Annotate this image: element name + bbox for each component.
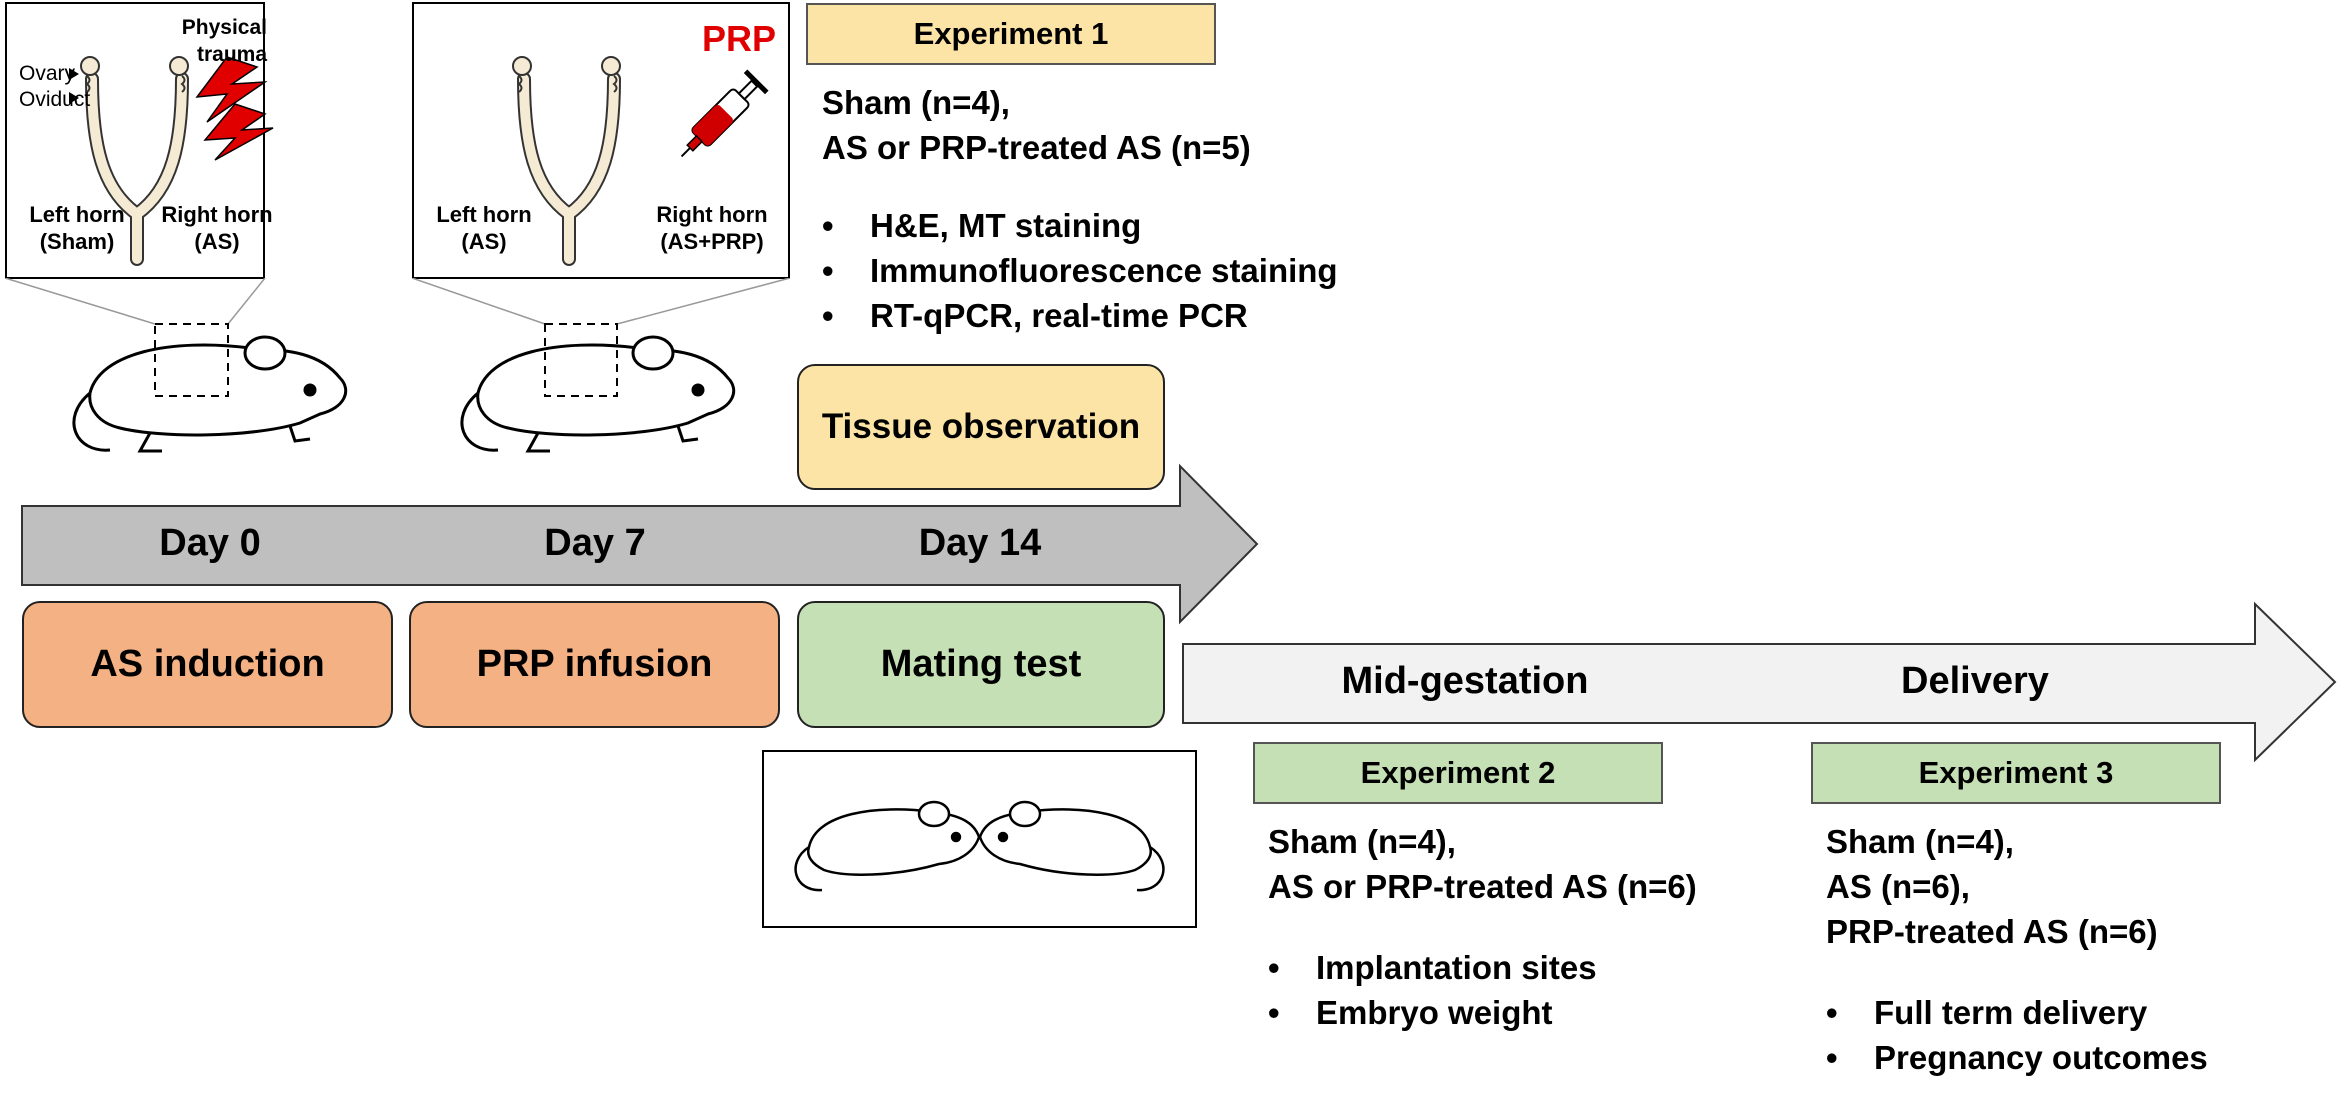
experiment1-bullets: H&E, MT staining Immunofluorescence stai… bbox=[822, 203, 1338, 338]
list-item: Pregnancy outcomes bbox=[1826, 1035, 2208, 1080]
list-item: Implantation sites bbox=[1268, 945, 1597, 990]
mid-gestation-label: Mid-gestation bbox=[1341, 660, 1589, 702]
as-induction-box: AS induction bbox=[22, 601, 393, 728]
inset-prp: PRP Left horn(AS) Right horn(AS+PRP) bbox=[412, 2, 790, 279]
experiment3-group: AS (n=6), bbox=[1826, 868, 1970, 905]
list-item: Immunofluorescence staining bbox=[822, 248, 1338, 293]
mouse-icon bbox=[72, 335, 348, 453]
oviduct-label: Oviduct bbox=[19, 88, 91, 111]
list-item: RT-qPCR, real-time PCR bbox=[822, 293, 1338, 338]
experiment2-bullets: Implantation sites Embryo weight bbox=[1268, 945, 1597, 1035]
timeline-arrow-1 bbox=[21, 463, 1259, 625]
left-horn-label: Left horn(AS) bbox=[436, 202, 532, 254]
right-horn-label: Right horn(AS+PRP) bbox=[656, 202, 768, 254]
experiment3-bullets: Full term delivery Pregnancy outcomes bbox=[1826, 990, 2208, 1080]
mating-test-box: Mating test bbox=[797, 601, 1165, 728]
mice-mating-icon bbox=[794, 800, 1165, 892]
prp-infusion-box: PRP infusion bbox=[409, 601, 780, 728]
experiment3-header: Experiment 3 bbox=[1811, 742, 2221, 804]
lightning-icon bbox=[195, 56, 274, 161]
day-0-label: Day 0 bbox=[159, 522, 261, 564]
prp-title: PRP bbox=[701, 18, 776, 59]
experiment2-group: AS or PRP-treated AS (n=6) bbox=[1268, 868, 1697, 905]
uterus-diagram bbox=[512, 56, 621, 266]
experiment1-group: AS or PRP-treated AS (n=5) bbox=[822, 129, 1251, 166]
day-7-label: Day 7 bbox=[544, 522, 646, 564]
syringe-icon bbox=[680, 69, 769, 158]
timeline-arrow-2 bbox=[1182, 601, 2337, 763]
right-horn-label: Right horn(AS) bbox=[161, 202, 273, 254]
inset-physical-trauma: Physical trauma Ovary Oviduct Left horn(… bbox=[5, 2, 274, 279]
list-item: Embryo weight bbox=[1268, 990, 1597, 1035]
mating-illustration bbox=[762, 750, 1197, 928]
uterus-diagram bbox=[69, 56, 189, 266]
experiment2-group: Sham (n=4), bbox=[1268, 823, 1456, 860]
list-item: H&E, MT staining bbox=[822, 203, 1338, 248]
inset1-title: Physical trauma bbox=[181, 16, 267, 66]
list-item: Full term delivery bbox=[1826, 990, 2208, 1035]
tissue-observation-box: Tissue observation bbox=[797, 364, 1165, 490]
day-14-label: Day 14 bbox=[918, 522, 1042, 564]
experiment2-header: Experiment 2 bbox=[1253, 742, 1663, 804]
experiment3-group: PRP-treated AS (n=6) bbox=[1826, 913, 2158, 950]
mice-illustrations bbox=[4, 278, 791, 453]
delivery-label: Delivery bbox=[1901, 660, 2049, 702]
ovary-label: Ovary bbox=[19, 62, 76, 85]
experiment1-group: Sham (n=4), bbox=[822, 84, 1010, 121]
experiment1-header: Experiment 1 bbox=[806, 3, 1216, 65]
experiment3-group: Sham (n=4), bbox=[1826, 823, 2014, 860]
left-horn-label: Left horn(Sham) bbox=[29, 202, 125, 254]
mouse-icon bbox=[460, 335, 736, 453]
